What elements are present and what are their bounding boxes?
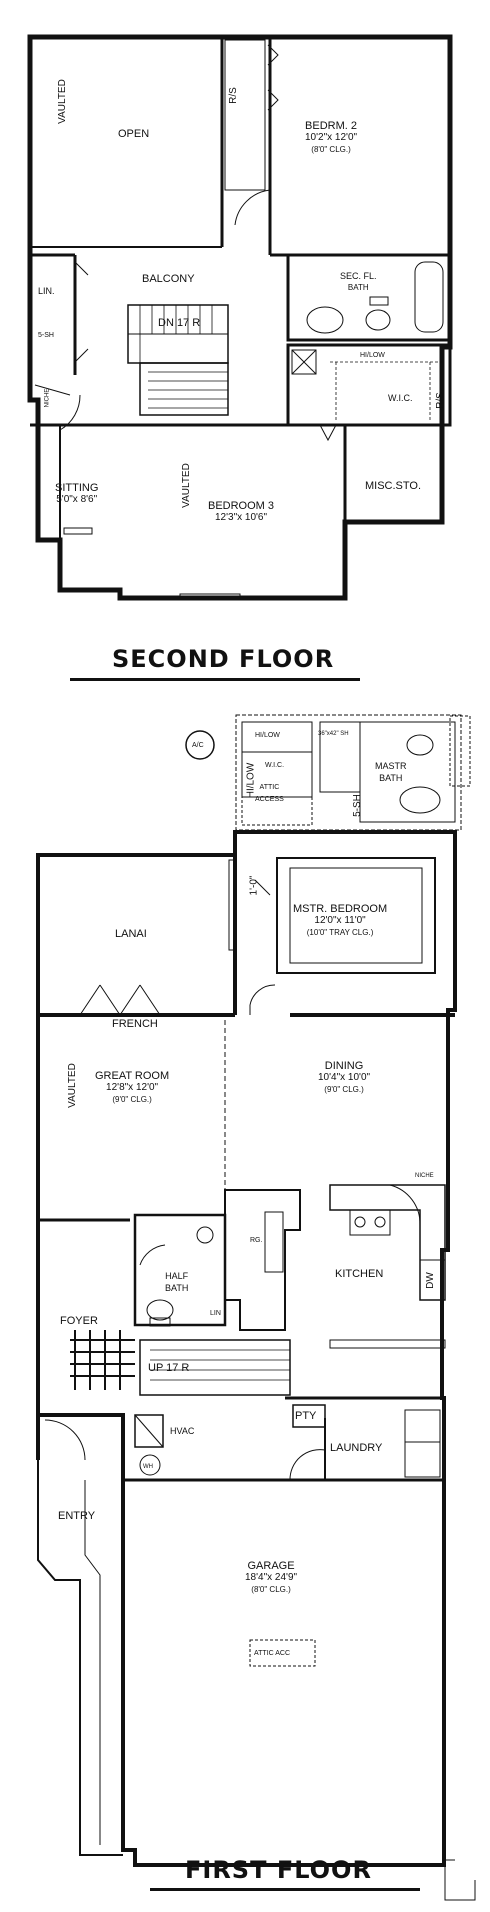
room-entry: ENTRY	[58, 1510, 96, 1522]
bedroom2-ceiling: (8'0" CLG.)	[311, 145, 351, 154]
half-bath-name: HALF	[165, 1271, 189, 1281]
attic-access-label: ATTIC ACCESS	[255, 782, 284, 806]
dining-dims: 10'4"x 10'0"	[318, 1072, 371, 1083]
sec-bath-sub: BATH	[347, 283, 369, 292]
room-sitting: SITTING 5'0"x 8'6"	[55, 482, 98, 506]
room-great-room: GREAT ROOM 12'8"x 12'0" (9'0" CLG.)	[95, 1070, 169, 1106]
master-bath-name: MASTR	[375, 761, 407, 771]
half-bath-sub: BATH	[165, 1283, 189, 1293]
master-shelves-label: 5-SH	[351, 794, 363, 817]
first-floor-walls	[36, 714, 476, 1901]
sec-bath-name: SEC. FL.	[340, 271, 377, 281]
room-laundry: LAUNDRY	[330, 1442, 383, 1454]
linen-label: LIN	[210, 1310, 221, 1317]
room-dining: DINING 10'4"x 10'0" (9'0" CLG.)	[318, 1060, 370, 1096]
master-bedroom-name: MSTR. BEDROOM	[293, 903, 388, 915]
great-room-vaulted-note: VAULTED	[66, 1063, 78, 1108]
water-heater-label: WH	[143, 1464, 153, 1470]
great-room-ceiling: (9'0" CLG.)	[112, 1095, 152, 1104]
great-room-name: GREAT ROOM	[95, 1070, 170, 1082]
stairs-down-label: DN 17 R	[158, 317, 201, 329]
ac-unit: A/C	[192, 742, 204, 749]
garage-name: GARAGE	[247, 1560, 295, 1572]
room-wic: W.I.C.	[388, 393, 413, 403]
stairs-up-label: UP 17 R	[148, 1362, 190, 1374]
room-garage: GARAGE 18'4"x 24'9" (8'0" CLG.)	[245, 1560, 297, 1596]
bedroom2-dims: 10'2"x 12'0"	[305, 132, 358, 143]
master-bath-sub: BATH	[379, 773, 403, 783]
pantry-label: PTY	[295, 1410, 317, 1422]
range-label: RG.	[250, 1237, 263, 1244]
room-master-bedroom: MSTR. BEDROOM 12'0"x 11'0" (10'0" TRAY C…	[293, 903, 387, 939]
dishwasher-label: DW	[424, 1272, 436, 1289]
second-floor-walls	[27, 34, 453, 601]
room-foyer: FOYER	[60, 1315, 98, 1327]
garage-attic-access-label: ATTIC ACC	[254, 1650, 291, 1657]
rs-wic-label: R/S	[434, 392, 446, 409]
attic-access-line2: ACCESS	[255, 796, 284, 803]
open-vaulted-note: VAULTED	[56, 79, 68, 124]
second-floor-title-underline	[70, 678, 360, 681]
french-doors-label: FRENCH	[112, 1018, 158, 1030]
dining-niche-label: NICHE	[415, 1173, 434, 1179]
room-bedroom3: BEDROOM 3 12'3"x 10'6"	[208, 500, 274, 524]
hvac-label: HVAC	[170, 1426, 195, 1436]
attic-access-line1: ATTIC	[259, 784, 280, 791]
sitting-name: SITTING	[55, 482, 99, 494]
bedroom3-dims: 12'3"x 10'6"	[214, 512, 268, 523]
garage-ceiling: (8'0" CLG.)	[251, 1585, 291, 1594]
room-sec-bath: SEC. FL. BATH	[340, 270, 377, 294]
room-open: OPEN	[118, 128, 150, 140]
hilow-label: HI/LOW	[360, 352, 385, 359]
room-linen: LIN.	[38, 286, 55, 296]
hilow-top-label: HI/LOW	[255, 732, 280, 739]
room-kitchen: KITCHEN	[335, 1268, 384, 1280]
room-bedroom2: BEDRM. 2 10'2"x 12'0" (8'0" CLG.)	[305, 120, 357, 156]
great-room-dims: 12'8"x 12'0"	[106, 1082, 159, 1093]
room-half-bath: HALF BATH	[165, 1270, 188, 1294]
sitting-dims: 5'0"x 8'6"	[56, 494, 98, 505]
second-floor-title: SECOND FLOOR	[112, 645, 335, 673]
master-bedroom-dims: 12'0"x 11'0"	[314, 915, 366, 926]
bedroom3-vaulted-note: VAULTED	[180, 463, 192, 508]
first-floor-title: FIRST FLOOR	[185, 1856, 372, 1884]
first-floor-title-underline	[150, 1888, 420, 1891]
niche-label: NICHE	[44, 388, 51, 408]
room-master-bath: MASTR BATH	[375, 760, 407, 784]
room-misc-storage: MISC.STO.	[365, 480, 422, 492]
bedroom2-name: BEDRM. 2	[305, 120, 358, 132]
garage-dims: 18'4"x 24'9"	[245, 1572, 298, 1583]
bedroom3-name: BEDROOM 3	[208, 500, 275, 512]
room-balcony: BALCONY	[142, 273, 195, 285]
shelves-label: 5-SH	[38, 332, 54, 339]
shower-label: 36"x42" SH	[318, 731, 349, 737]
tray-dimension: 1'-0"	[248, 875, 260, 896]
master-bedroom-ceiling: (10'0" TRAY CLG.)	[306, 928, 374, 937]
rs-upper-label: R/S	[227, 87, 239, 104]
dining-ceiling: (9'0" CLG.)	[324, 1085, 364, 1094]
room-lanai: LANAI	[115, 928, 147, 940]
room-master-wic: W.I.C.	[265, 762, 285, 769]
dining-name: DINING	[324, 1060, 364, 1072]
